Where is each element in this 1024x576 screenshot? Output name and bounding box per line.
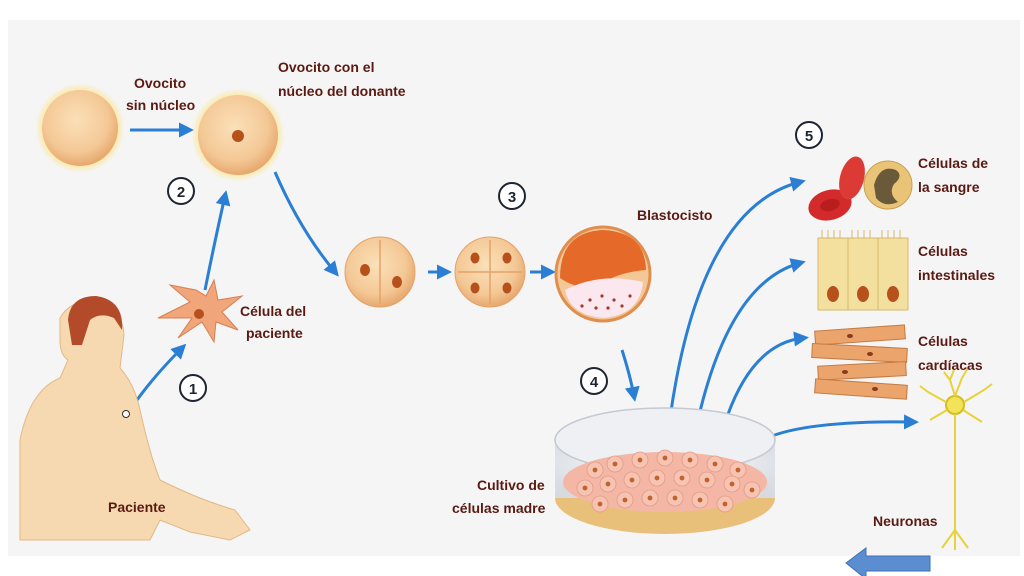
label-donor-oocyte-2: núcleo del donante [278, 83, 406, 99]
diagram-labels: Ovocito sin núcleo Ovocito con el núcleo… [108, 59, 995, 529]
label-patient-cell-2: paciente [246, 325, 303, 341]
two-cell-embryo [344, 236, 416, 308]
label-blood-2: la sangre [918, 179, 980, 195]
arrow-to-blood [663, 176, 806, 461]
intestinal-cells [817, 230, 909, 311]
svg-text:4: 4 [590, 374, 599, 391]
blastocyst [554, 225, 652, 323]
stem-cells [576, 449, 761, 513]
label-patient-cell-1: Célula del [240, 303, 306, 319]
label-neurons: Neuronas [873, 513, 938, 529]
svg-text:5: 5 [805, 128, 813, 145]
back-arrow-icon[interactable] [845, 547, 931, 576]
arrow-blastocyst-to-dish [620, 349, 640, 402]
label-patient: Paciente [108, 499, 166, 515]
step-markers: 1 2 3 4 5 [167, 121, 823, 402]
petri-dish [554, 407, 776, 534]
svg-text:2: 2 [177, 184, 185, 201]
label-oocyte-2: sin núcleo [126, 97, 195, 113]
label-cardiac-2: cardíacas [918, 357, 983, 373]
step-3: 3 [498, 182, 526, 210]
label-culture-1: Cultivo de [477, 477, 545, 493]
step-2: 2 [167, 177, 195, 205]
arrow-donor-to-two-cell [273, 171, 339, 277]
arrow-patient-cell-up [203, 190, 231, 291]
four-cell-embryo [454, 236, 526, 308]
label-intestinal-2: intestinales [918, 267, 995, 283]
patient-figure [19, 296, 251, 541]
label-culture-2: células madre [452, 500, 546, 516]
biopsy-site [122, 410, 130, 418]
patient-cell [157, 278, 244, 344]
svg-text:3: 3 [508, 189, 516, 206]
donor-nucleus [232, 130, 244, 142]
label-cardiac-1: Células [918, 333, 968, 349]
label-oocyte-1: Ovocito [134, 75, 186, 91]
cardiac-cells [811, 324, 908, 400]
svg-text:1: 1 [189, 381, 197, 398]
step-4: 4 [580, 367, 608, 395]
blood-cells [808, 156, 913, 221]
label-blood-1: Células de [918, 155, 988, 171]
label-intestinal-1: Células [918, 243, 968, 259]
neuron [919, 367, 993, 550]
oocyte-with-donor-nucleus [191, 88, 285, 182]
step-1: 1 [179, 374, 207, 402]
oocyte-without-nucleus [35, 83, 125, 173]
label-donor-oocyte-1: Ovocito con el [278, 59, 374, 75]
step-5: 5 [795, 121, 823, 149]
label-blastocyst: Blastocisto [637, 207, 712, 223]
